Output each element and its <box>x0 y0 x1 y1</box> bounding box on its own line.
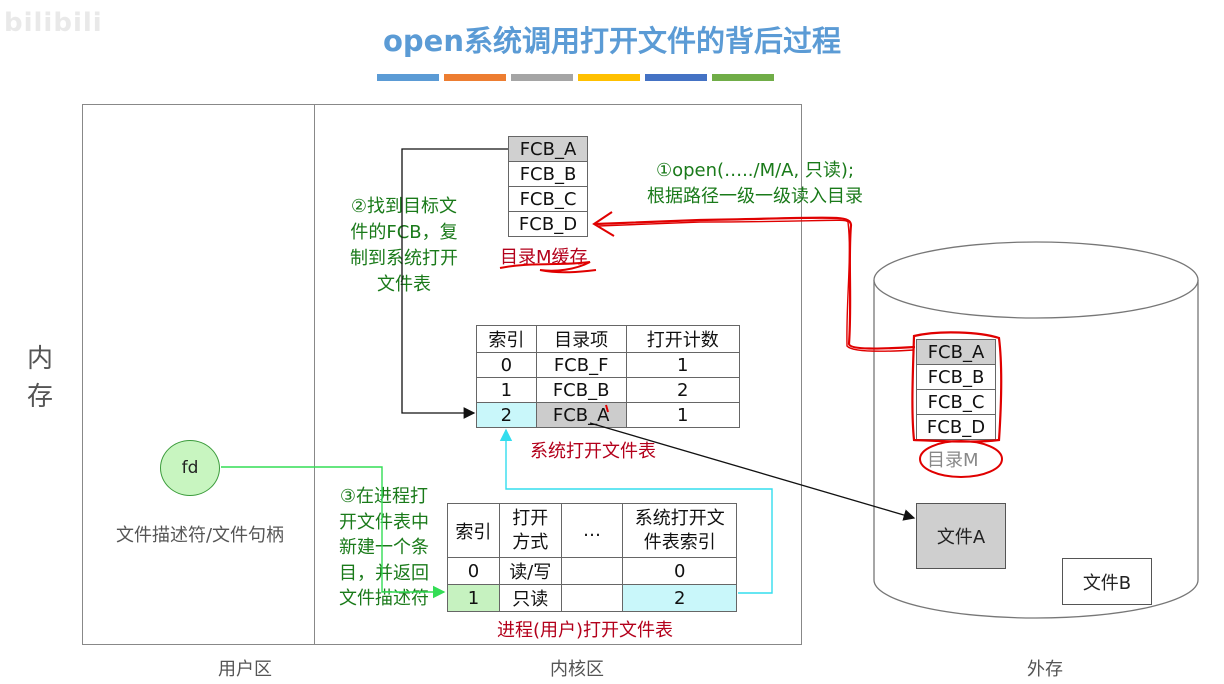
proc-cell: 读/写 <box>498 557 562 585</box>
memory-label: 内存 <box>26 344 53 412</box>
proc-cell: 0 <box>622 557 737 585</box>
sys-cell: 2 <box>625 377 741 403</box>
file-a-box: 文件A <box>916 503 1006 569</box>
step1-line2: 根据路径一级一级读入目录 <box>647 186 863 207</box>
step2-line: 件的FCB，复 <box>350 222 458 243</box>
disk-dir-row: FCB_D <box>916 414 996 440</box>
fd-to-process-table-arrow <box>221 466 446 599</box>
kernel-region-box <box>314 104 802 645</box>
title-bar-darkblue <box>645 74 707 81</box>
table-row: 1 只读 2 <box>447 584 737 612</box>
proc-table-header: 打开 方式 <box>498 503 562 558</box>
proc-cell: 2 <box>622 584 737 612</box>
title-bar-orange <box>444 74 506 81</box>
cache-caption-underline <box>499 261 597 274</box>
fcb-to-file-arrow <box>589 422 916 521</box>
step2-line: ②找到目标文 <box>350 196 458 217</box>
step3-annotation: ③在进程打 开文件表中 新建一个条 目，并返回 文件描述符 <box>330 484 438 612</box>
sys-cell: 1 <box>625 352 741 378</box>
step1-line1: ①open(…../M/A, 只读); <box>655 160 855 181</box>
proc-cell <box>560 557 624 585</box>
disk-dir-m-table: FCB_A FCB_B FCB_C FCB_D <box>916 339 996 440</box>
table-row: 0 FCB_F 1 <box>476 352 741 378</box>
dir-cache-row: FCB_B <box>508 161 588 187</box>
system-open-file-table: 索引 目录项 打开计数 0 FCB_F 1 1 FCB_B 2 2 FCB_A … <box>476 325 741 428</box>
table-row: 2 FCB_A 1 <box>476 402 741 428</box>
step2-line: 制到系统打开 <box>350 248 458 269</box>
step2-arrow <box>401 148 508 419</box>
step1-red-path <box>595 216 916 350</box>
sys-cell: FCB_F <box>535 352 627 378</box>
dir-cache-row: FCB_C <box>508 186 588 212</box>
sys-cell: FCB_A <box>535 402 627 428</box>
dir-cache-row: FCB_D <box>508 211 588 237</box>
dir-cache-caption: 目录M缓存 <box>500 247 588 268</box>
title-bar-gray <box>511 74 573 81</box>
external-storage-label: 外存 <box>1027 659 1063 680</box>
proc-cell: 1 <box>447 584 500 612</box>
process-to-system-table-arrow <box>499 428 773 594</box>
proc-cell <box>560 584 624 612</box>
sys-cell: 1 <box>625 402 741 428</box>
watermark-logo: bilibili <box>4 8 103 38</box>
disk-dir-row: FCB_A <box>916 339 996 365</box>
step3-line: 新建一个条 <box>339 537 429 558</box>
user-region-label: 用户区 <box>218 659 272 680</box>
red-tick-mark <box>605 404 609 413</box>
step3-line: 目，并返回 <box>339 562 429 584</box>
title-bar-green <box>712 74 774 81</box>
fd-label: fd <box>181 458 199 478</box>
dir-cache-row: FCB_A <box>508 136 588 162</box>
title-bar-blue <box>377 74 439 81</box>
slide-title: open系统调用打开文件的背后过程 <box>383 24 841 58</box>
step3-line: 文件描述符 <box>339 588 429 609</box>
fd-node: fd <box>160 440 220 496</box>
kernel-region-label: 内核区 <box>550 659 604 680</box>
sys-table-header: 打开计数 <box>625 325 741 353</box>
sys-cell: 1 <box>476 377 537 403</box>
sys-table-header: 目录项 <box>535 325 627 353</box>
file-b-label: 文件B <box>1082 572 1132 594</box>
file-a-label: 文件A <box>936 527 986 548</box>
proc-cell: 0 <box>447 557 500 585</box>
disk-dir-outline <box>911 331 1003 443</box>
step2-line: 文件表 <box>377 274 431 295</box>
step2-annotation: ②找到目标文 件的FCB，复 制到系统打开 文件表 <box>336 194 472 298</box>
process-open-file-table: 索引 打开 方式 … 系统打开文 件表索引 0 读/写 0 1 只读 2 <box>447 503 737 612</box>
disk-caption-outline <box>919 440 1003 478</box>
table-row: 0 读/写 0 <box>447 557 737 585</box>
file-b-box: 文件B <box>1062 558 1152 605</box>
system-table-caption: 系统打开文件表 <box>530 441 656 462</box>
proc-cell: 只读 <box>498 584 562 612</box>
disk-dir-caption: 目录M <box>927 450 979 471</box>
dir-m-cache-table: FCB_A FCB_B FCB_C FCB_D <box>508 136 588 237</box>
disk-dir-row: FCB_B <box>916 364 996 390</box>
sys-cell: FCB_B <box>535 377 627 403</box>
step1-red-arrowhead <box>592 211 615 237</box>
table-row: 1 FCB_B 2 <box>476 377 741 403</box>
step1-red-path-2 <box>597 219 915 352</box>
process-table-caption: 进程(用户)打开文件表 <box>497 620 674 641</box>
step3-line: ③在进程打 <box>339 486 429 507</box>
fd-caption: 文件描述符/文件句柄 <box>115 525 285 546</box>
disk-dir-row: FCB_C <box>916 389 996 415</box>
title-bar-yellow <box>578 74 640 81</box>
step1-annotation: ①open(…../M/A, 只读); 根据路径一级一级读入目录 <box>620 158 890 210</box>
proc-table-header: 索引 <box>447 503 500 558</box>
sys-cell: 2 <box>476 402 537 428</box>
step3-line: 开文件表中 <box>339 511 429 533</box>
proc-table-header: 系统打开文 件表索引 <box>622 503 737 558</box>
